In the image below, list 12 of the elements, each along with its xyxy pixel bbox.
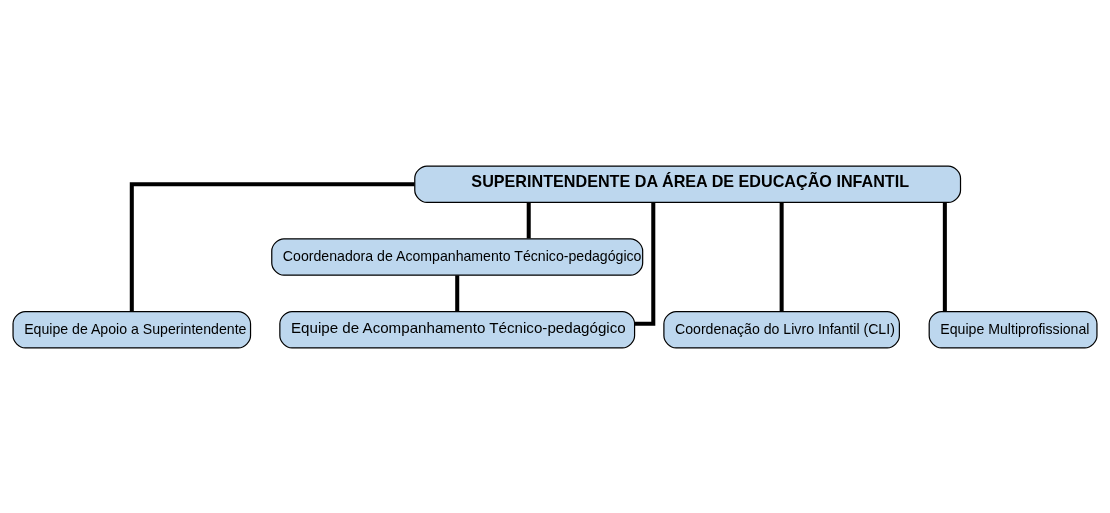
node-box: Coordenadora de Acompanhamento Técnico-pedagógico xyxy=(271,237,644,276)
node-box: Equipe de Apoio a Superintendente xyxy=(12,310,252,349)
connector xyxy=(779,202,784,311)
connector xyxy=(942,202,947,311)
node-box: SUPERINTENDENTE DA ÁREA DE EDUCAÇÃO INFANTIL xyxy=(414,164,962,203)
connector xyxy=(634,201,656,326)
node-box: Coordenação do Livro Infantil (CLI) xyxy=(663,310,900,349)
node-box: Equipe de Acompanhamento Técnico-pedagógico xyxy=(279,310,636,349)
connector xyxy=(129,181,415,311)
connector xyxy=(526,202,531,238)
connector xyxy=(455,274,460,311)
node-box: Equipe Multiprofissional xyxy=(928,310,1098,349)
